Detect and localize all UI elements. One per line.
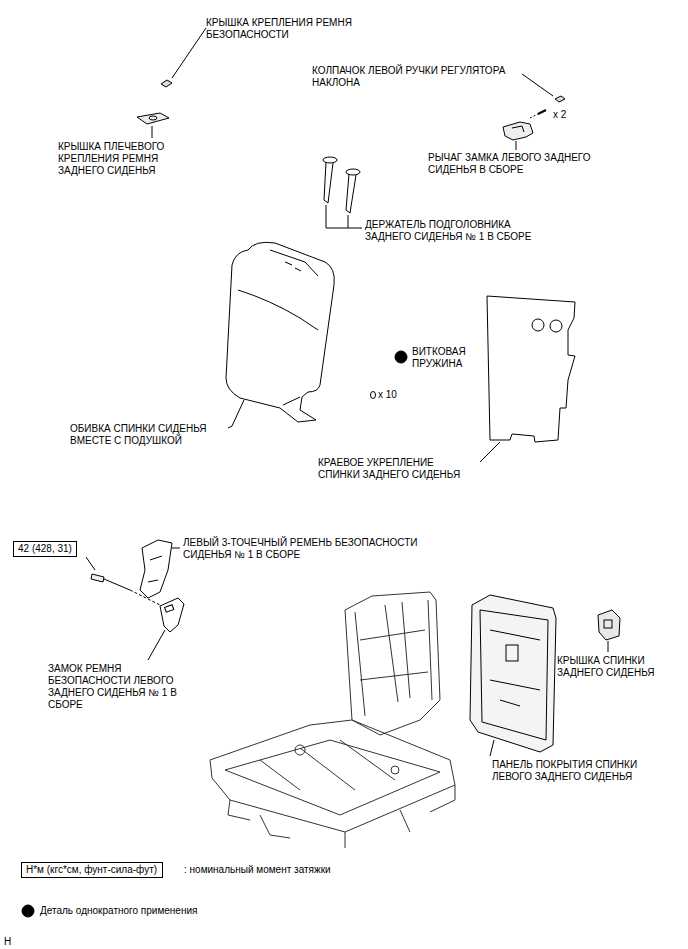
one-time-use-mark [395,351,407,363]
leader-line [348,215,349,228]
knob-cap [555,96,565,102]
part-label: КОЛПАЧОК ЛЕВОЙ РУЧКИ РЕГУЛЯТОРА НАКЛОНА [312,65,542,89]
seat-back-cushion [226,242,334,422]
leader-line [522,74,553,96]
part-label: КРАЕВОЕ УКРЕПЛЕНИЕ СПИНКИ ЗАДНЕГО СИДЕНЬ… [318,457,468,481]
box-text: 42 (428, 31) [18,543,72,555]
leader-line [530,114,538,118]
seat-frame [210,592,455,848]
leader-line [490,740,494,756]
leader-line [326,205,362,228]
shoulder-cover [137,113,169,124]
part-label: ЛЕВЫЙ 3-ТОЧЕЧНЫЙ РЕМЕНЬ БЕЗОПАСНОСТИ СИД… [183,537,443,561]
part-label: КРЫШКА СПИНКИ ЗАДНЕГО СИДЕНЬЯ [557,655,672,679]
callout-text: x 10 [378,389,397,401]
seat-belt-detail [148,556,162,582]
leader-line [608,641,609,652]
leader-line [480,442,500,462]
bolt [91,574,104,582]
part-label: ПАНЕЛЬ ПОКРЫТИЯ СПИНКИ ЛЕВОГО ЗАДНЕГО СИ… [492,759,657,783]
leader-line [228,400,244,428]
one-time-use-mark [22,905,34,917]
lock-lever [503,122,533,140]
part-label: ЗАМОК РЕМНЯ БЕЗОПАСНОСТИ ЛЕВОГО ЗАДНЕГО … [48,663,178,711]
leader-line [152,126,153,138]
torque-box: Н*м (кгс*см, фунт-сила-фут) [21,862,163,878]
part-label: ВИТКОВАЯ ПРУЖИНА [412,346,482,370]
leader-line [86,557,95,570]
part-label: РЫЧАГ ЗАМКА ЛЕВОГО ЗАДНЕГО СИДЕНЬЯ В СБО… [428,152,628,176]
buckle-slot [165,605,174,612]
part-label: КРЫШКА ПЛЕЧЕВОГО КРЕПЛЕНИЯ РЕМНЯ ЗАДНЕГО… [58,141,198,177]
bolt-shaft [104,579,130,590]
back-cover [598,610,620,640]
legend-text: Деталь однократного применения [40,905,197,917]
leader-line [172,28,206,78]
callout-text: H [4,936,11,948]
shoulder-cover-hole [149,116,157,120]
buckle [160,598,184,632]
panel-hole [550,320,562,332]
screw [538,110,546,114]
callout-text: x 2 [553,109,566,121]
lock-lever-detail [512,126,524,132]
coil-spring [371,392,376,399]
back-panel [470,595,556,752]
seat-belt [140,540,172,598]
headrest-holder [323,157,360,213]
leader-line [148,630,165,660]
torque-box: 42 (428, 31) [13,541,77,557]
leader-line [172,548,180,549]
part-label: ОБИВКА СПИНКИ СИДЕНЬЯ ВМЕСТЕ С ПОДУШКОЙ [70,423,230,447]
reinforcement-panel [487,296,575,442]
back-cover-detail [604,620,612,628]
belt-cover [161,80,172,87]
box-text: Н*м (кгс*см, фунт-сила-фут) [26,864,158,876]
leader-line [516,141,517,150]
part-label: ДЕРЖАТЕЛЬ ПОДГОЛОВНИКА ЗАДНЕГО СИДЕНЬЯ №… [365,219,547,243]
legend-text: : номинальный момент затяжки [184,864,331,876]
part-label: КРЫШКА КРЕПЛЕНИЯ РЕМНЯ БЕЗОПАСНОСТИ [206,17,371,41]
panel-hole [532,319,544,331]
